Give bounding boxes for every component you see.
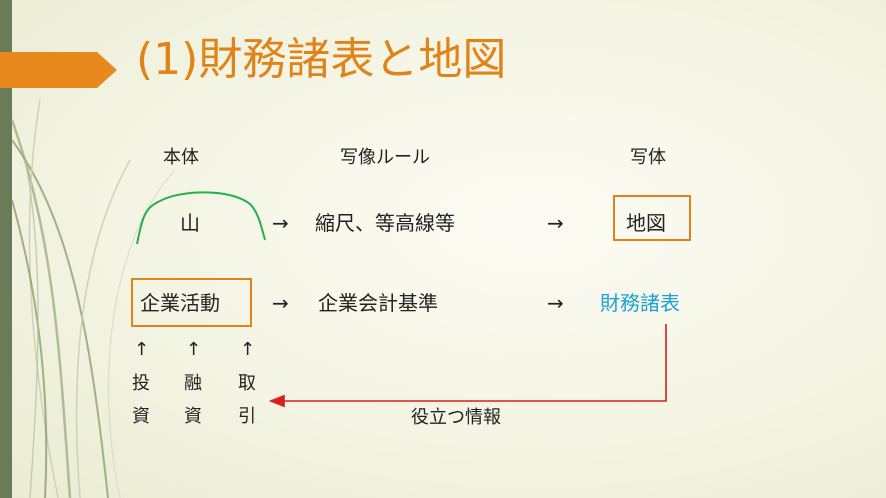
useful-information-label: 役立つ情報 <box>411 407 501 428</box>
row1-arrow2: → <box>547 211 564 235</box>
row2-rule: 企業会計基準 <box>318 291 438 315</box>
activity-investment-2: 資 <box>132 406 150 427</box>
business-activity-box <box>131 278 252 327</box>
left-accent-bar <box>0 0 12 498</box>
slide-title: (1)財務諸表と地図 <box>136 34 507 85</box>
activity-financing-1: 融 <box>184 373 202 394</box>
business-activity-label: 企業活動 <box>140 291 220 315</box>
up-arrow-2: ↑ <box>186 339 202 360</box>
title-arrow-shape <box>0 52 117 88</box>
up-arrow-1: ↑ <box>134 339 150 360</box>
activity-transaction-1: 取 <box>238 373 256 394</box>
financial-statements-label: 財務諸表 <box>600 291 680 315</box>
activity-investment-1: 投 <box>132 373 150 394</box>
up-arrow-3: ↑ <box>240 339 256 360</box>
header-image: 写体 <box>630 147 666 168</box>
activity-financing-2: 資 <box>184 406 202 427</box>
map-label: 地図 <box>626 211 666 235</box>
row1-rule: 縮尺、等高線等 <box>315 211 455 235</box>
header-rule: 写像ルール <box>340 147 430 168</box>
activity-transaction-2: 引 <box>238 406 256 427</box>
mountain-label: 山 <box>180 211 200 235</box>
row2-arrow1: → <box>272 291 289 315</box>
map-box <box>613 195 691 241</box>
header-body: 本体 <box>163 147 199 168</box>
row2-arrow2: → <box>547 291 564 315</box>
row1-arrow1: → <box>272 211 289 235</box>
